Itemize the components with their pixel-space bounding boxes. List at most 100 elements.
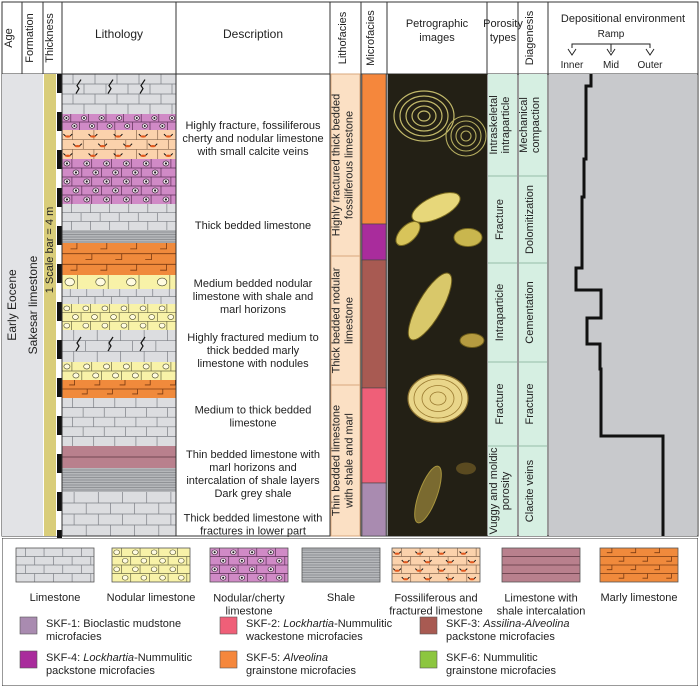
scale-tick — [57, 188, 62, 207]
legend-pattern-limestone — [15, 547, 95, 583]
legend-pattern-label: Nodular/cherty — [213, 592, 285, 604]
microfacies-swatch — [219, 616, 238, 635]
microfacies-cell — [361, 73, 387, 225]
scale-tick — [57, 473, 62, 492]
lithofacies-cell — [330, 255, 361, 386]
header-thickness: Thickness — [44, 13, 56, 63]
description-text: Medium bedded nodular — [194, 278, 313, 290]
legend-pattern-shale — [301, 547, 381, 583]
legend-pattern-cherty — [209, 547, 289, 583]
age-cell — [2, 74, 22, 536]
description-text: Thin bedded limestone with — [186, 449, 320, 461]
lithofacies-label: with shale and marl — [344, 413, 356, 509]
header-lithofacies: Lithofacies — [337, 11, 349, 64]
scale-tick — [57, 321, 62, 340]
legend-pattern-label: limestone — [225, 605, 272, 617]
description-text: Dark grey shale — [214, 488, 291, 500]
legend-pattern-label: shale intercalation — [497, 605, 586, 617]
diagenesis-label: Mechanical — [518, 97, 530, 153]
header-environment: Depositional environment — [561, 13, 685, 25]
microfacies-legend-text: SKF-3: Assilina-Alveolina — [446, 618, 570, 630]
porosity-label: Fracture — [494, 199, 506, 240]
microfacies-legend-text: packstone microfacies — [46, 665, 155, 677]
petrographic-image — [388, 170, 487, 261]
header-microfacies: Microfacies — [365, 10, 377, 66]
lithofacies-label: Highly fractured thick bedded — [331, 94, 343, 236]
microfacies-swatch — [419, 616, 438, 635]
legend-panel: Limestone Nodular limestone Nodular/cherty… — [2, 538, 698, 686]
description-text: thick bedded marly — [207, 345, 300, 357]
description-text: Thick bedded limestone — [195, 220, 311, 232]
microfacies-legend-text: SKF-6: Nummulitic — [446, 652, 538, 664]
scale-tick — [57, 283, 62, 302]
microfacies-legend-text: SKF-5: Alveolina — [246, 652, 328, 664]
petrographic-image — [388, 445, 487, 536]
lithofacies-label: Thin bedded limestone — [331, 405, 343, 516]
diagenesis-label: compaction — [530, 97, 542, 153]
header-petrographic: images — [419, 32, 455, 44]
description-text: marl horizons — [220, 304, 287, 316]
microfacies-cell — [361, 387, 387, 484]
description-text: Medium to thick bedded — [195, 404, 312, 416]
microfacies-legend-text: microfacies — [46, 631, 102, 643]
microfacies-swatch — [19, 616, 38, 635]
description-text: limestone with nodules — [197, 358, 309, 370]
microfacies-cell — [361, 223, 387, 261]
scale-tick — [57, 302, 62, 321]
scale-tick — [57, 150, 62, 169]
environment-curve — [574, 74, 665, 536]
legend-pattern-label: Nodular limestone — [107, 592, 196, 604]
scale-tick — [57, 530, 62, 549]
header-age: Age — [3, 28, 15, 48]
porosity-label: porosity — [500, 471, 512, 510]
legend-pattern-fossil — [391, 547, 481, 583]
microfacies-legend-text: packstone microfacies — [446, 631, 555, 643]
microfacies-legend-text: SKF-1: Bioclastic mudstone — [46, 618, 181, 630]
header-ramp: Ramp — [598, 29, 625, 40]
porosity-label: Fracture — [494, 384, 506, 425]
microfacies-legend-text: grainstone microfacies — [246, 665, 357, 677]
legend-pattern-label: Limestone — [30, 592, 81, 604]
header-porosity: types — [490, 32, 517, 44]
petrographic-image — [388, 261, 487, 360]
diagenesis-label: Dolomitization — [524, 185, 536, 254]
description-text: cherty and nodular limestone — [182, 133, 323, 145]
scale-tick — [57, 492, 62, 511]
legend-pattern-nodular — [111, 547, 191, 583]
ramp-arrowhead — [606, 48, 616, 56]
legend-pattern-shaleint — [501, 547, 581, 583]
environment-cell — [549, 74, 697, 536]
scale-tick — [57, 378, 62, 397]
header-porosity: Porosity — [483, 18, 523, 30]
label-mid: Mid — [603, 60, 619, 71]
microfacies-swatch — [419, 650, 438, 669]
microfacies-legend-text: SKF-2: Lockhartia-Nummulitic — [246, 618, 393, 630]
porosity-cell — [488, 74, 517, 536]
description-text: fractures in lower part — [200, 525, 306, 537]
scale-tick — [57, 416, 62, 435]
description-text: intercalation of shale layers — [186, 475, 320, 487]
scale-tick — [57, 93, 62, 112]
description-text: Highly fractured medium to — [187, 332, 318, 344]
formation-label: Sakesar limestone — [26, 255, 40, 354]
scale-tick — [57, 112, 62, 131]
ramp-arrowhead — [567, 48, 577, 56]
microfacies-swatch — [219, 650, 238, 669]
header-diagenesis: Diagenesis — [524, 10, 536, 65]
scale-tick — [57, 511, 62, 530]
scale-tick — [57, 454, 62, 473]
scale-tick — [57, 169, 62, 188]
diagenesis-label: Fracture — [524, 384, 536, 425]
microfacies-legend-text: grainstone microfacies — [446, 665, 557, 677]
header-description: Description — [223, 27, 283, 41]
microfacies-cell — [361, 259, 387, 389]
scale-tick — [57, 264, 62, 283]
description-text: Highly fracture, fossiliferous — [185, 120, 321, 132]
label-outer: Outer — [637, 60, 663, 71]
porosity-label: Intraskeletal — [488, 95, 500, 154]
scale-tick — [57, 207, 62, 226]
ramp-arrowhead — [645, 48, 655, 56]
lithofacies-cell — [330, 384, 361, 537]
